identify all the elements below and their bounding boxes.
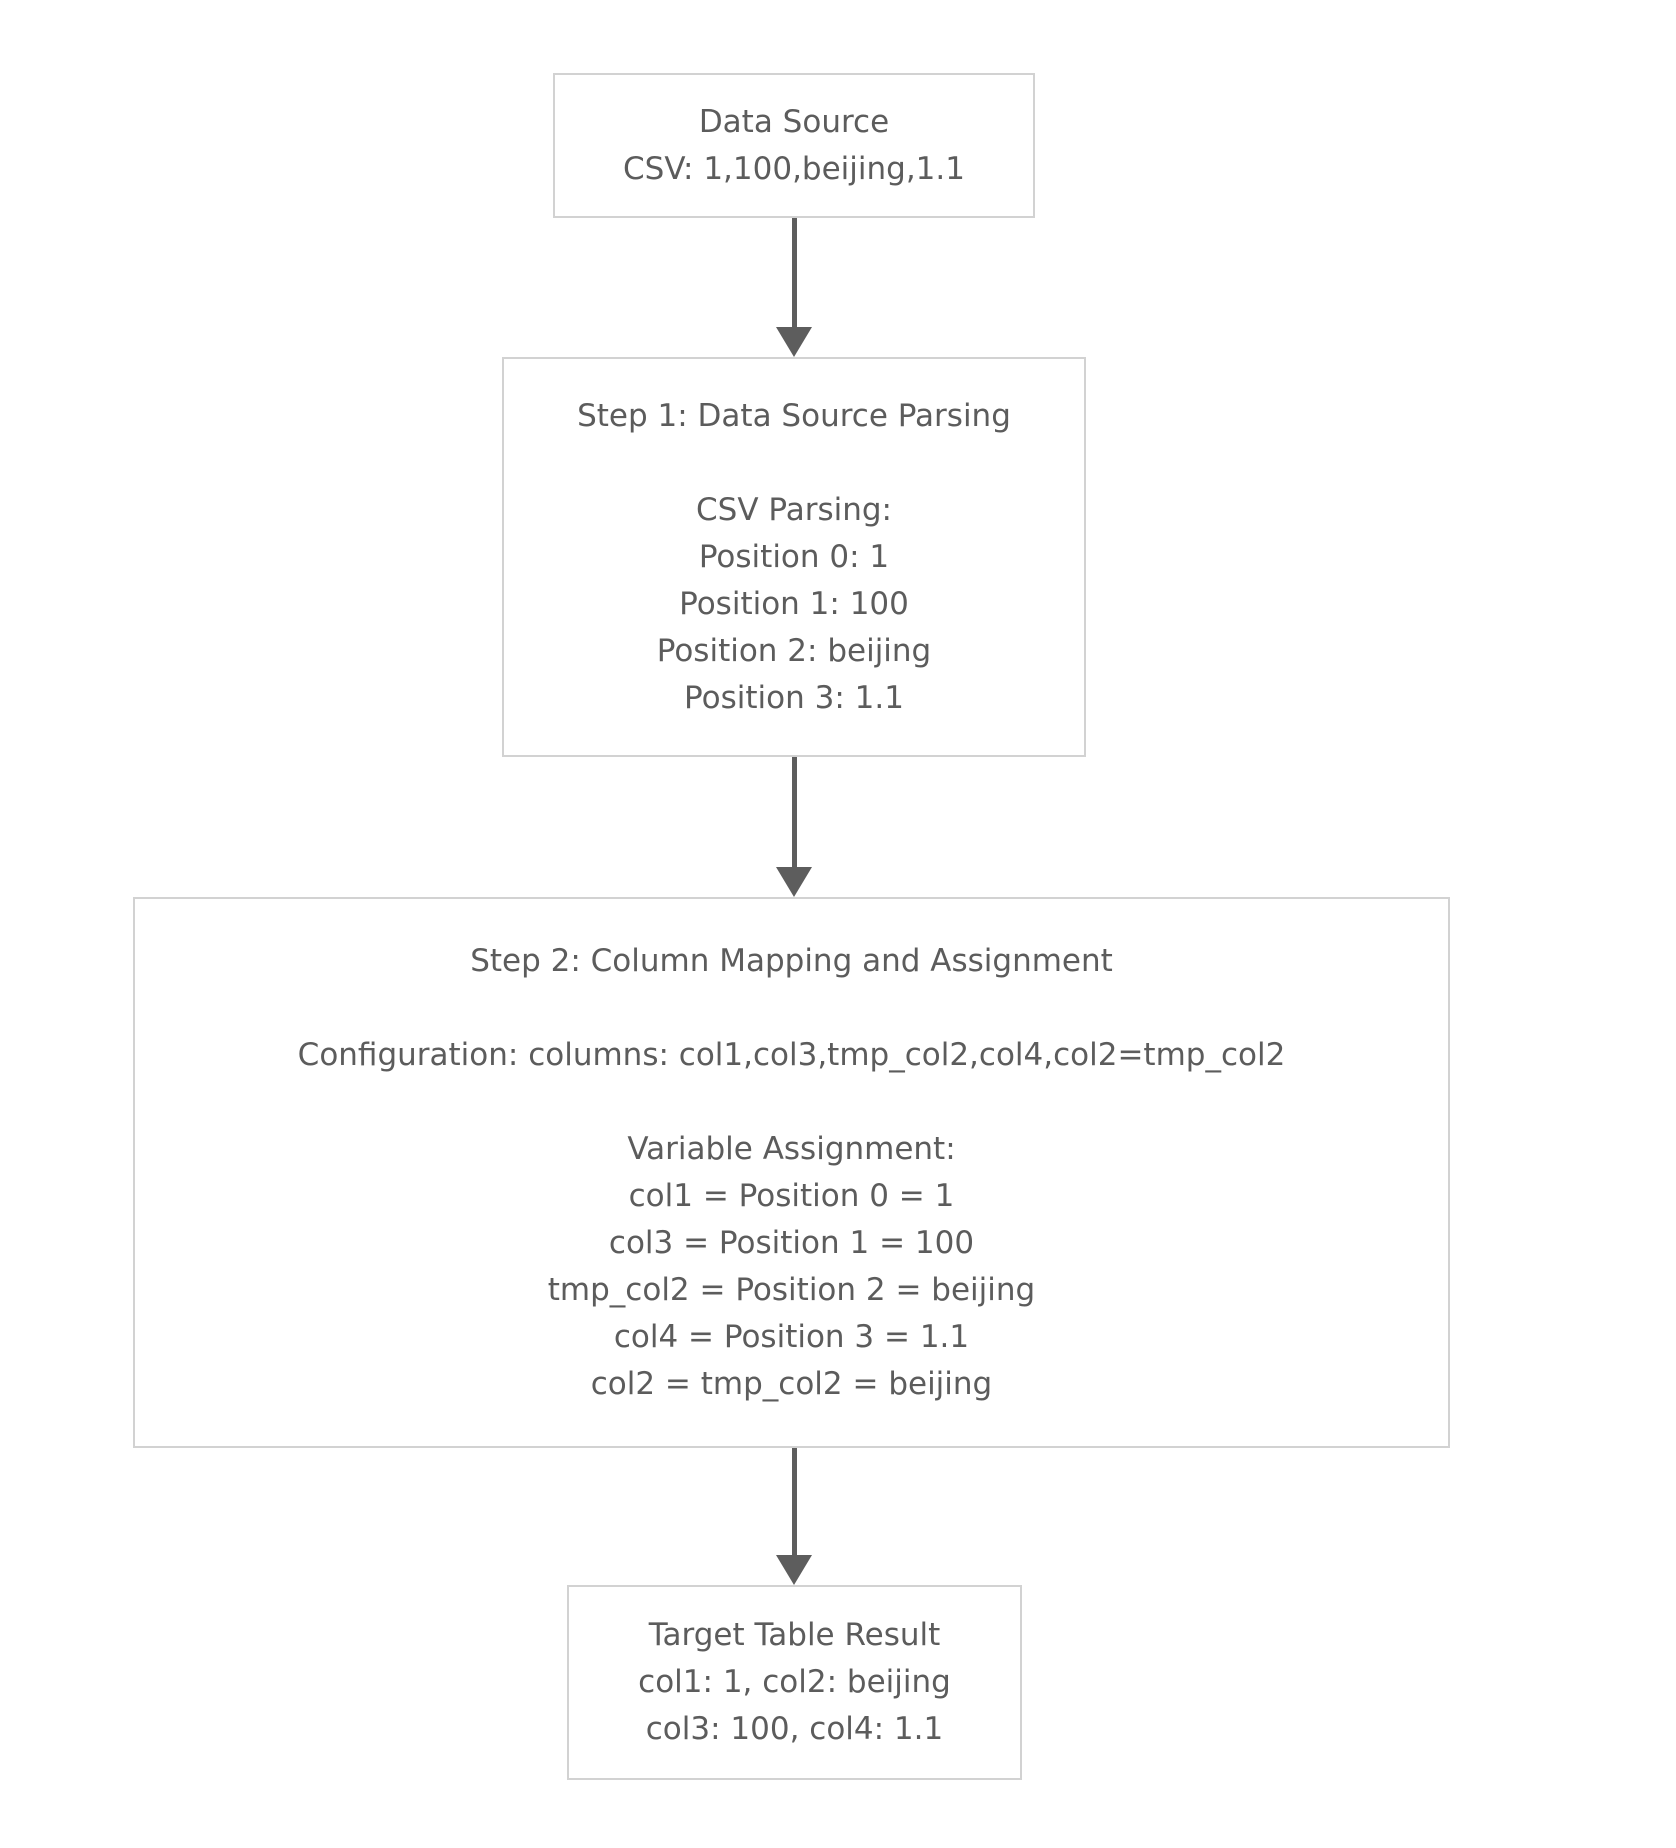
node-line: col1: 1, col2: beijing bbox=[638, 1664, 951, 1700]
node-title: Step 1: Data Source Parsing bbox=[577, 397, 1011, 434]
node-line: col3 = Position 1 = 100 bbox=[608, 1224, 975, 1261]
node-step1-parsing: Step 1: Data Source Parsing CSV Parsing:… bbox=[502, 357, 1086, 757]
node-title: Target Table Result bbox=[648, 1617, 941, 1653]
arrow-down-icon bbox=[776, 1555, 812, 1585]
node-line: col4 = Position 3 = 1.1 bbox=[613, 1318, 970, 1355]
node-title: Step 2: Column Mapping and Assignment bbox=[470, 942, 1113, 979]
arrow-shaft bbox=[791, 757, 797, 867]
node-line: CSV Parsing: bbox=[696, 491, 892, 528]
node-line: col3: 100, col4: 1.1 bbox=[645, 1711, 944, 1747]
node-line: CSV: 1,100,beijing,1.1 bbox=[623, 150, 965, 187]
arrow-down-icon bbox=[776, 327, 812, 357]
node-target-table-result: Target Table Result col1: 1, col2: beiji… bbox=[567, 1585, 1022, 1780]
node-line: Position 0: 1 bbox=[698, 538, 890, 575]
node-line: Position 3: 1.1 bbox=[684, 679, 904, 716]
node-line: Variable Assignment: bbox=[627, 1130, 956, 1167]
node-title: Data Source bbox=[698, 103, 890, 140]
arrow-down-icon bbox=[776, 867, 812, 897]
flow-arrow-3 bbox=[776, 1448, 812, 1585]
arrow-shaft bbox=[791, 1448, 797, 1555]
arrow-shaft bbox=[791, 218, 797, 327]
node-line: tmp_col2 = Position 2 = beijing bbox=[547, 1271, 1036, 1308]
flow-arrow-2 bbox=[776, 757, 812, 897]
node-line: col1 = Position 0 = 1 bbox=[628, 1177, 955, 1214]
node-line: Configuration: columns: col1,col3,tmp_co… bbox=[297, 1036, 1286, 1073]
node-data-source: Data Source CSV: 1,100,beijing,1.1 bbox=[553, 73, 1035, 218]
node-line: Position 1: 100 bbox=[679, 585, 909, 622]
node-step2-mapping: Step 2: Column Mapping and Assignment Co… bbox=[133, 897, 1450, 1448]
node-line: col2 = tmp_col2 = beijing bbox=[590, 1365, 993, 1402]
node-line: Position 2: beijing bbox=[656, 632, 932, 669]
flow-arrow-1 bbox=[776, 218, 812, 357]
